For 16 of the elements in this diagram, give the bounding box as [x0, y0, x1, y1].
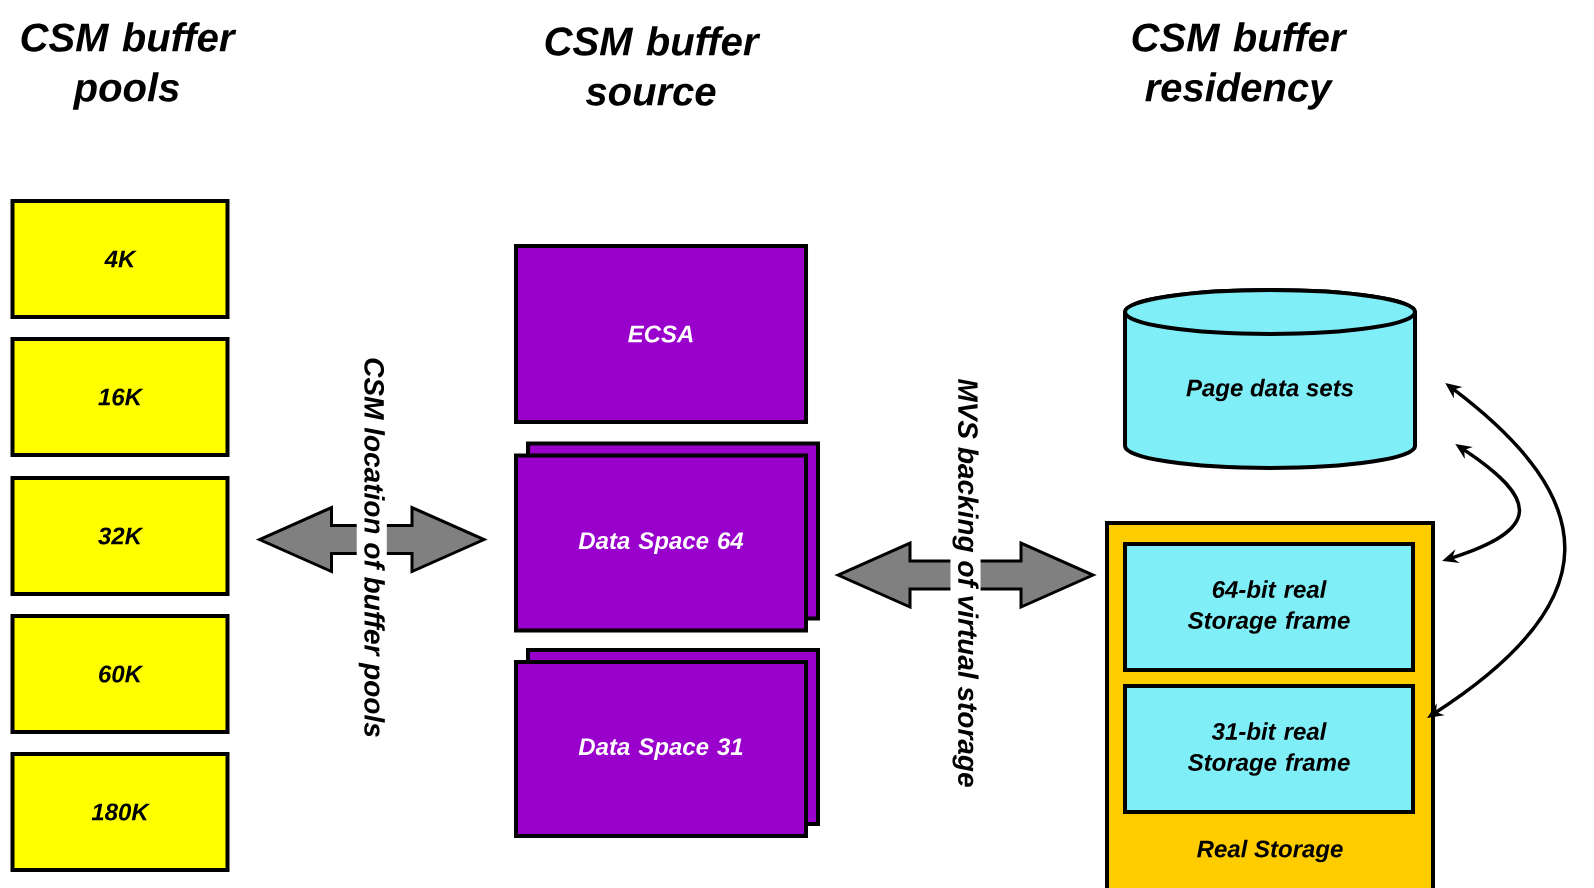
source-box: ECSA	[514, 244, 808, 424]
edge-label: CSM location of buffer pools	[356, 355, 387, 740]
heading: CSM buffer residency	[1132, 22, 1348, 110]
pool-box: 16K	[10, 337, 230, 457]
pool-box: 32K	[10, 476, 230, 596]
pool-box: 180K	[10, 752, 230, 872]
frame-box: 31-bit real Storage frame	[1123, 684, 1415, 814]
edge-label: MVS backing of virtual storage	[950, 376, 981, 790]
frame-box: 64-bit real Storage frame	[1123, 542, 1415, 672]
heading: CSM buffer source	[545, 26, 761, 106]
stacked-box: Data Space 31	[514, 648, 820, 838]
pool-box: 4K	[10, 199, 230, 319]
cylinder: Page data sets	[1123, 288, 1417, 470]
heading: CSM buffer pools	[21, 22, 237, 110]
stacked-box: Data Space 64	[514, 441, 820, 633]
pool-box: 60K	[10, 614, 230, 734]
